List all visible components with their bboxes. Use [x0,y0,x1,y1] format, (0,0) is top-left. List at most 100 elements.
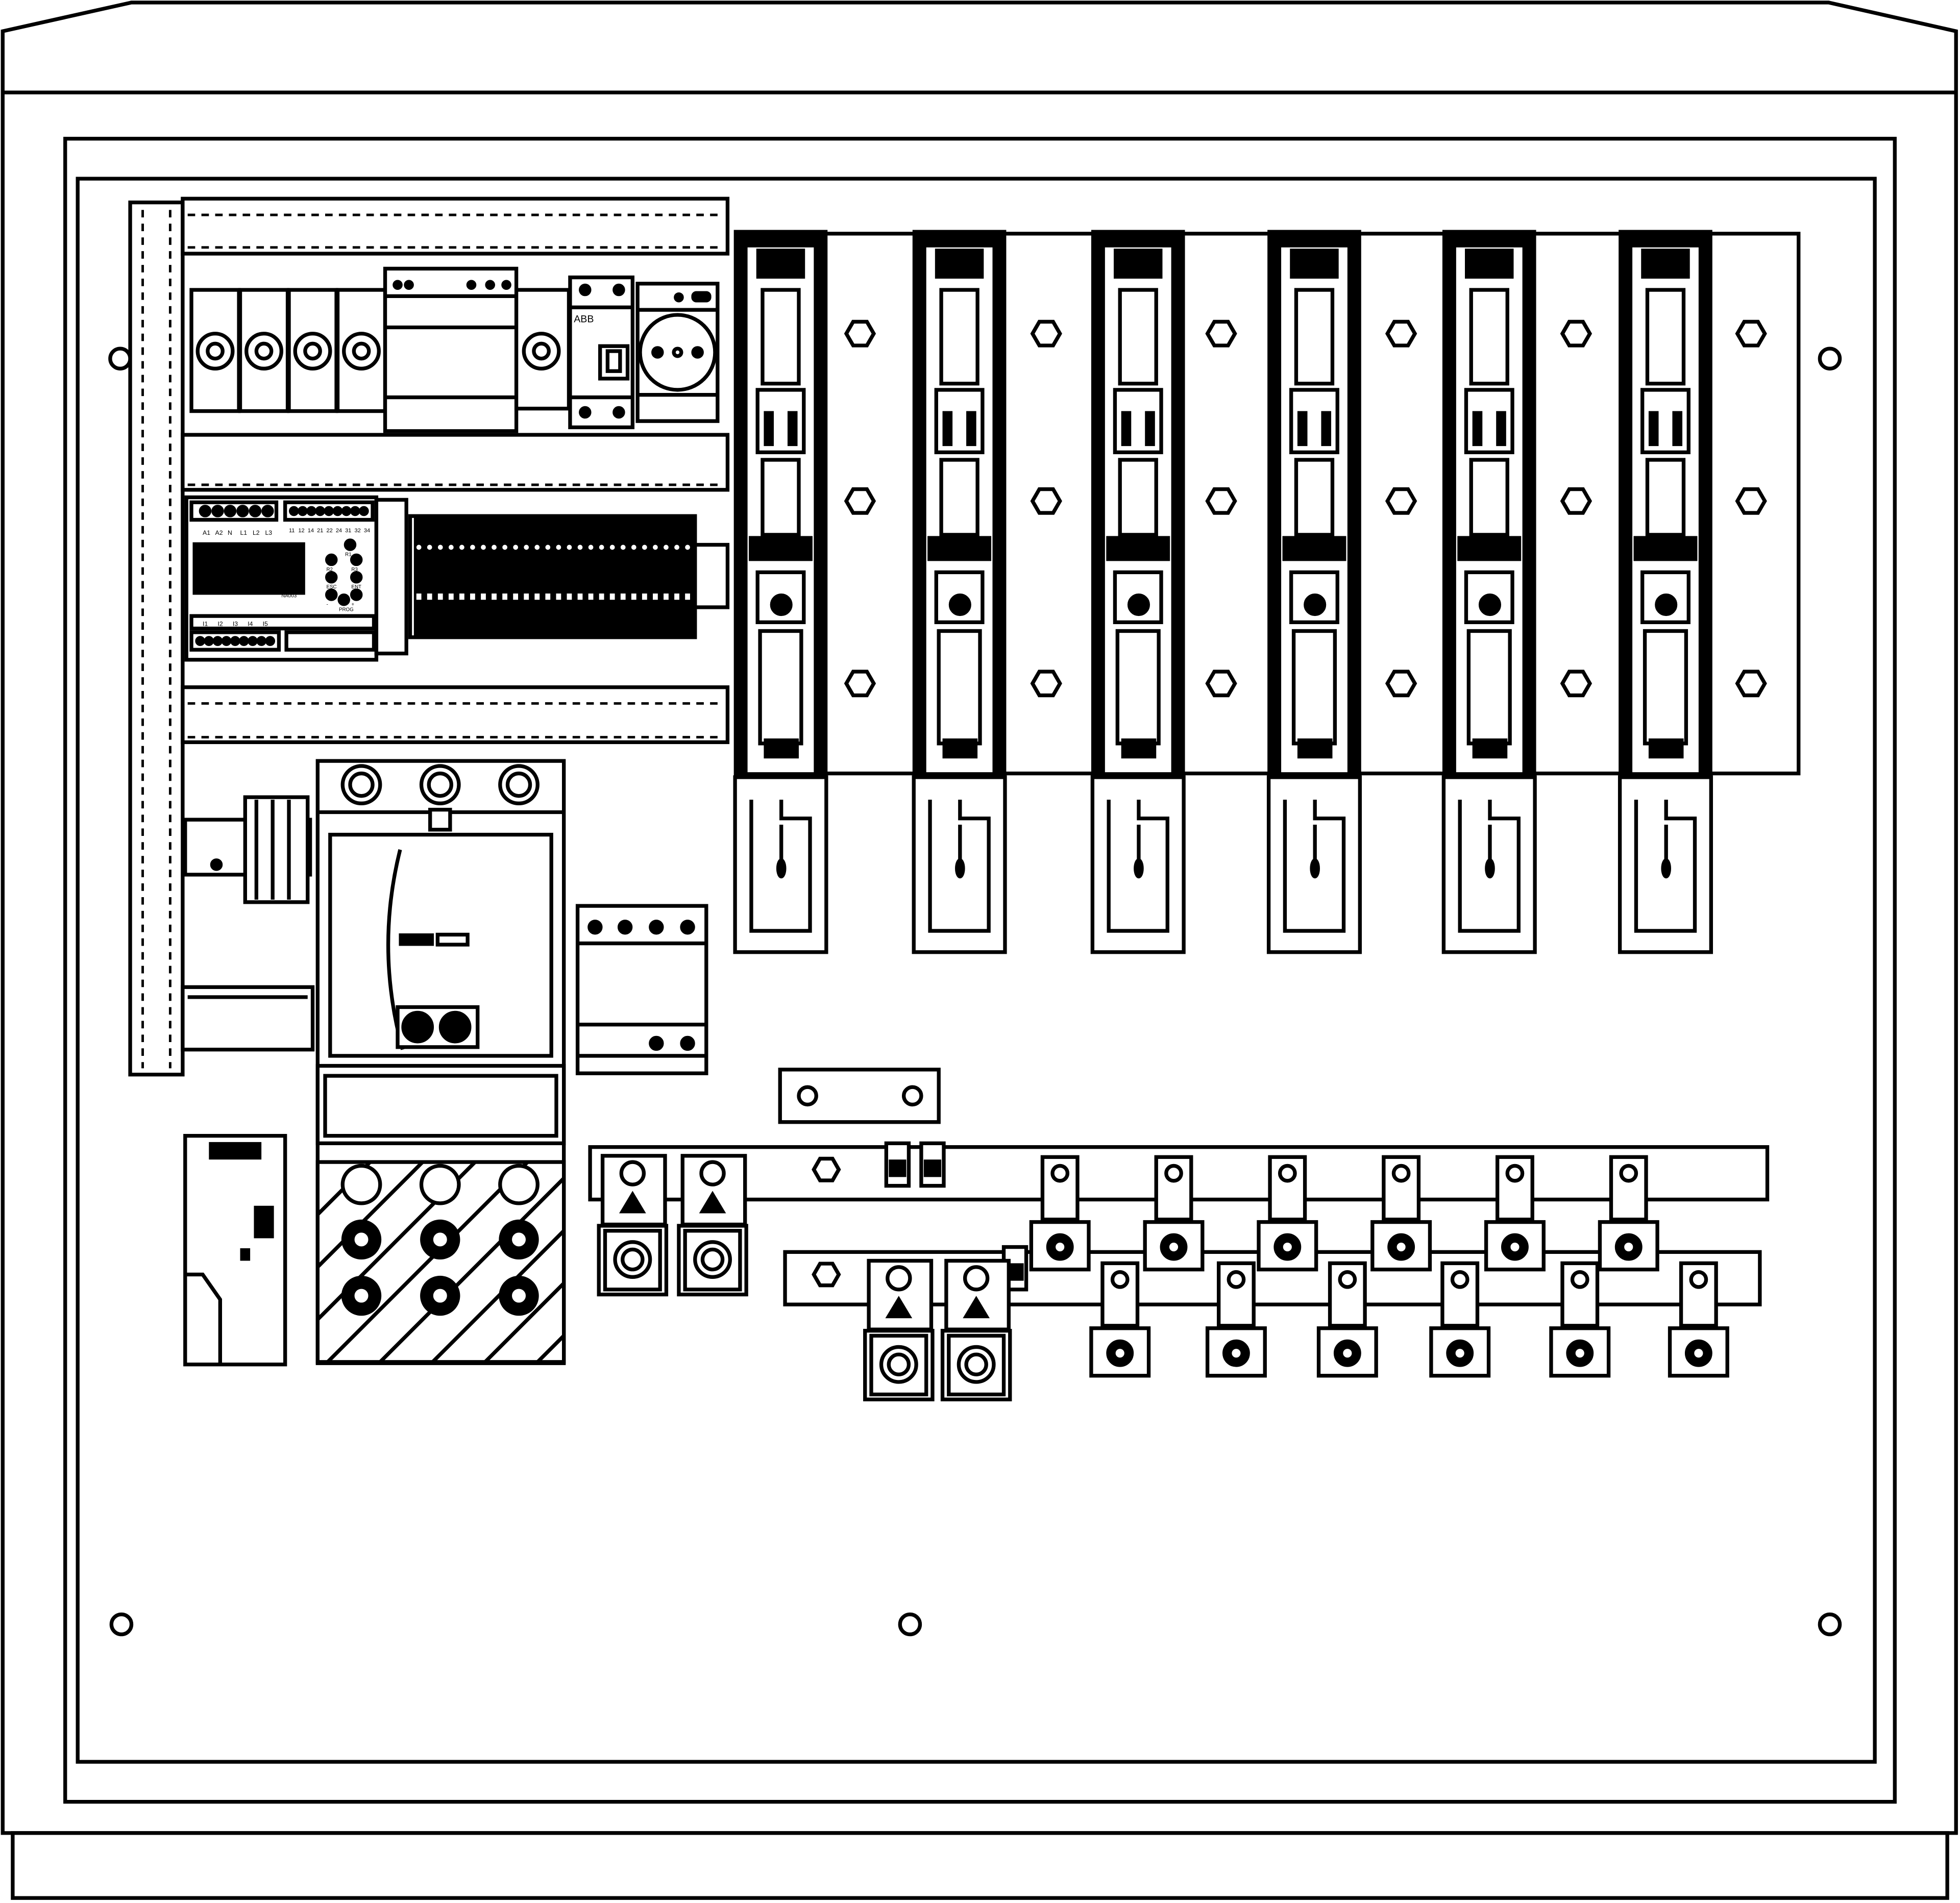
terminal-slot [620,594,626,600]
hatch-line [536,1334,566,1364]
fuse-clip-bottom [1472,738,1508,759]
terminal-screw-icon [699,1160,726,1187]
relay-terminal-label: 34 [364,528,370,534]
hex-nut-icon [1385,487,1417,515]
terminal-screw-icon [351,1229,372,1250]
vertical-cable-duct [128,200,185,1077]
terminal-block [413,517,425,636]
terminal-screw-icon [1393,1239,1410,1255]
input-label: I3 [233,621,238,628]
supply-terminal-label: L1 [240,529,248,536]
terminal-dot [545,545,551,550]
terminal-screw-icon [886,1265,912,1292]
terminal-slot [599,594,604,600]
terminal-slot [513,594,519,600]
terminal-screw-icon [1228,1345,1244,1362]
hex-nut-icon [844,670,876,698]
fuse-carrier-top [761,288,801,386]
cover-outline [749,800,812,933]
clamp-screw-icon [1689,1270,1708,1289]
fuse-label-window [1290,249,1339,279]
supply-terminal-label: A2 [215,529,223,536]
fuse-band [1106,536,1170,561]
fuse-clip-bottom [942,738,978,759]
link-bar [778,1068,941,1124]
terminal-screw-icon [505,771,532,798]
terminal-slot [524,594,529,600]
relay-terminal-label: 11 [289,528,295,534]
terminal-dot [492,545,497,550]
terminal-dot [459,545,464,550]
controller-button-label: PROG [339,607,354,612]
terminal-screw-icon [887,1352,911,1376]
terminal-screw-icon [206,341,225,361]
controller-button [325,553,338,566]
terminal-frame [869,1333,928,1397]
fuse-clip-bottom [1297,738,1333,759]
terminal-dot [324,506,334,516]
hatch-line [316,1160,424,1269]
terminal-dot [265,636,276,646]
clamp-screw-icon [1619,1164,1638,1183]
hex-nut-icon [1560,670,1592,698]
fuse-switch-disconnector [1090,230,1186,954]
terminal-dot [685,545,690,550]
earth-arrow-icon [885,1296,913,1319]
fuse-carrier-bottom [758,629,803,746]
fuse-carrier-bottom [937,629,982,746]
terminal-dot [674,545,679,550]
terminal-dot [588,545,594,550]
fuse-band [1282,536,1346,561]
hex-nut-icon [1030,670,1062,698]
controller-model-label: NA003 [281,593,297,599]
cover-outline [928,800,991,933]
controller-button-label: ESC [326,584,336,590]
fuse-carrier-top [1118,288,1158,386]
supply-terminal-label: L3 [265,529,272,536]
terminal-slot [534,594,540,600]
hex-nut-icon [1735,319,1767,348]
terminal-screw-icon [1165,1239,1182,1255]
terminal-block [553,517,565,636]
fuse-carrier-mid [1118,458,1158,537]
terminal-screw-icon [1279,1239,1296,1255]
handle-grip-icon [776,858,787,879]
fuse-contact-slot [1496,411,1506,447]
terminal-screw-icon [340,1164,382,1205]
fuse-switch-disconnector [1441,230,1537,954]
terminal-block [510,517,522,636]
terminal-screw-icon [508,1285,530,1306]
terminal-dot [427,545,432,550]
busbar-clamp [1040,1155,1080,1222]
fuse-clip-bottom [1121,738,1157,759]
hatch-line [379,1177,566,1364]
fuse-clip-icon [770,594,793,616]
terminal-dot [470,545,475,550]
fuse-carrier-mid [1469,458,1509,537]
terminal-dot [289,506,299,516]
terminal-block [596,517,608,636]
fuse-band [1633,536,1698,561]
hex-nut-icon [1205,670,1237,698]
fuse-contact-slot [1321,411,1332,447]
terminal-block [424,517,436,636]
terminal-dot [513,545,519,550]
terminal-dot [620,545,626,550]
input-label: I2 [217,621,223,628]
terminal-dot [416,545,422,550]
terminal-block [607,517,619,636]
fuse-carrier-top [1469,288,1509,386]
terminal-dot [195,636,205,646]
terminal-screw-icon [352,341,371,361]
terminal-dot [298,506,308,516]
terminal-screw-icon [429,1229,451,1250]
controller-button [350,588,363,601]
terminal-frame [947,1333,1006,1397]
cover-outline [1283,800,1346,933]
fuse-switch-disconnector [1618,230,1713,954]
terminal-screw-icon [700,1247,725,1272]
terminal-dot [230,636,240,646]
fuse-carrier-mid [1294,458,1335,537]
terminal-block [446,517,458,636]
fuse-label-window [1465,249,1514,279]
